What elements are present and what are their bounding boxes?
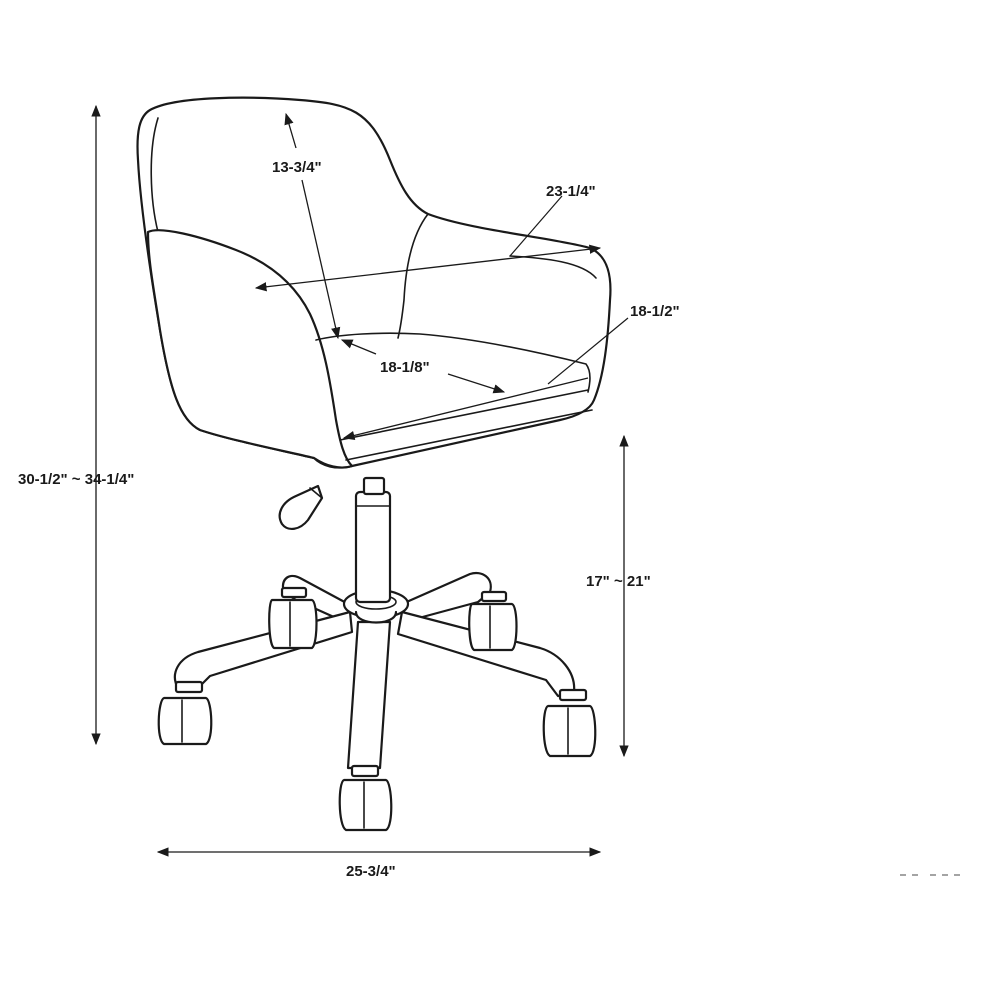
- caster-back-right: [468, 590, 518, 652]
- seat-depth-label: 18-1/8": [380, 359, 430, 376]
- chair-illustration: [136, 96, 612, 832]
- height-lever: [278, 484, 324, 530]
- overall-height-label: 30-1/2" ~ 34-1/4": [18, 471, 134, 488]
- back-height-line-top: [284, 112, 297, 149]
- overall-depth-line: [342, 377, 589, 441]
- overall-width-line: [254, 244, 602, 292]
- dimension-labels: 30-1/2" ~ 34-1/4" 17" ~ 21" 25-3/4" 13-3…: [18, 159, 680, 880]
- seat-depth-line-left: [340, 339, 377, 355]
- caster-front-left: [157, 680, 213, 746]
- overall-depth-leader: [547, 317, 629, 385]
- seat-height-label: 17" ~ 21": [586, 573, 651, 590]
- overall-width-label: 23-1/4": [546, 183, 596, 200]
- seat-depth-line-right: [447, 373, 506, 394]
- caster-back-left: [268, 586, 318, 650]
- chair-shell: [136, 96, 612, 469]
- base-width-label: 25-3/4": [346, 863, 396, 880]
- gas-cylinder: [354, 476, 392, 604]
- caster-front: [338, 764, 393, 832]
- back-height-label: 13-3/4": [272, 159, 322, 176]
- dimension-lines: [91, 104, 629, 857]
- overall-depth-label: 18-1/2": [630, 303, 680, 320]
- overall-width-leader: [509, 195, 563, 257]
- caster-front-right: [542, 688, 597, 758]
